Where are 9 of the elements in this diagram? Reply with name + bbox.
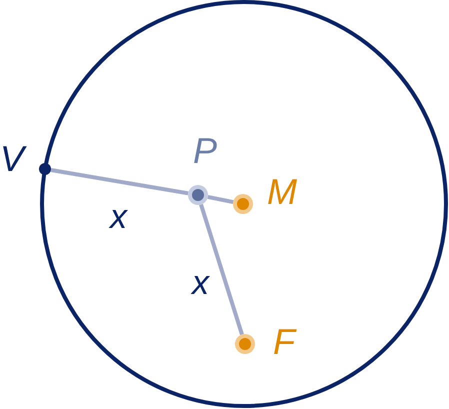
edge-label: x (110, 200, 127, 234)
connector-line (207, 195, 234, 204)
connector-line (50, 168, 188, 196)
point-label: P (193, 133, 218, 169)
point-label: F (273, 324, 295, 360)
point-label: V (0, 141, 24, 177)
connector-line (199, 204, 244, 336)
point-label: M (267, 174, 297, 210)
edge-label: x (192, 266, 209, 300)
